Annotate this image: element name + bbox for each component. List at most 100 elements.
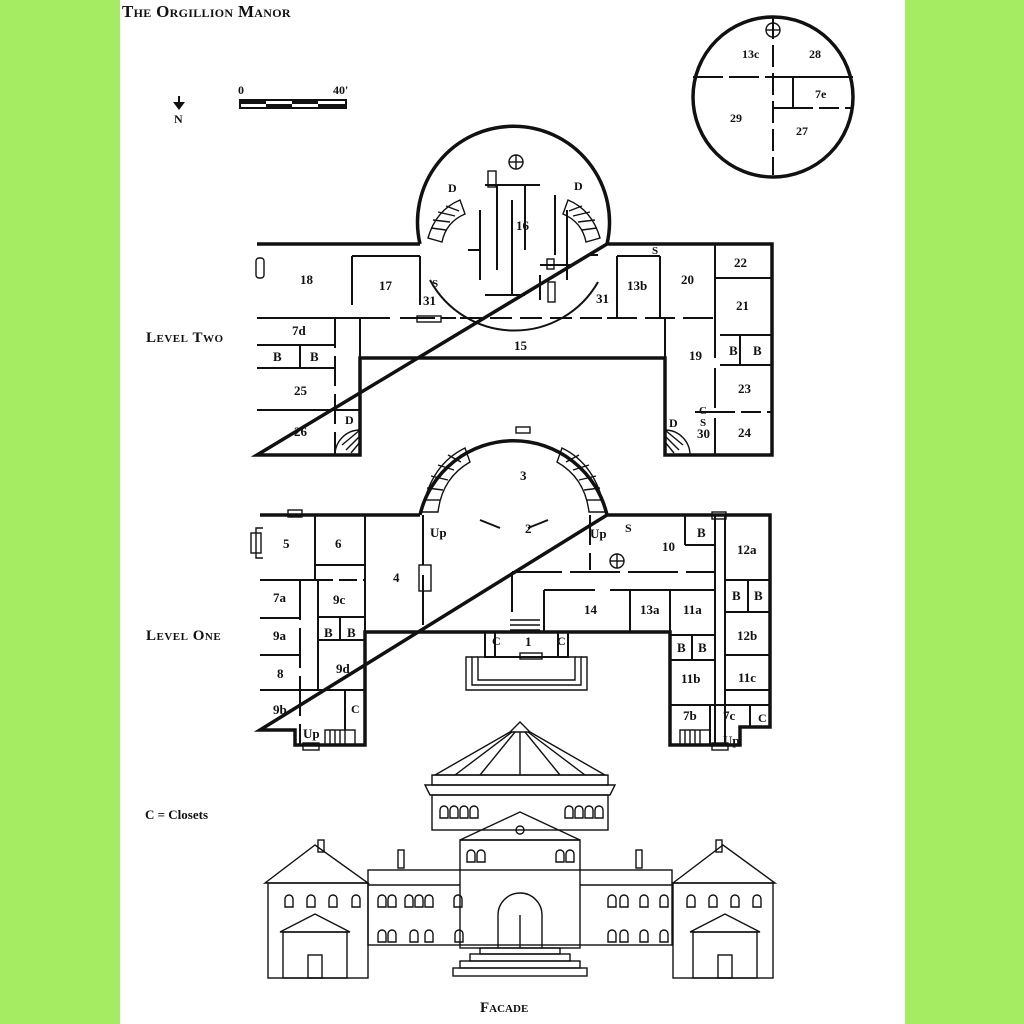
room-label: 19 <box>689 348 703 363</box>
room-label: 31 <box>596 291 609 306</box>
room-label: Up <box>590 526 607 541</box>
room-label: 13c <box>742 47 760 61</box>
room-label: B <box>753 343 762 358</box>
room-label: 11b <box>681 671 701 686</box>
facade-window <box>459 805 469 819</box>
room-label: 11a <box>683 602 702 617</box>
room-label: 31 <box>423 293 436 308</box>
room-label: 7d <box>292 323 307 338</box>
stair-up-label: Up <box>303 726 320 741</box>
facade-window <box>351 894 361 908</box>
room-label: B <box>347 625 356 640</box>
facade-window <box>469 805 479 819</box>
room-label: B <box>677 640 686 655</box>
facade-window <box>387 894 397 908</box>
room-label: 9b <box>273 702 287 717</box>
facade-window <box>377 894 387 908</box>
facade-drawing <box>262 721 778 979</box>
facade-window <box>639 929 649 943</box>
secret-door-label: S <box>432 278 438 290</box>
facade-window <box>424 929 434 943</box>
room-label: 5 <box>283 536 290 551</box>
scale-end: 40' <box>333 83 348 97</box>
room-label: 15 <box>514 338 528 353</box>
map-title: The Orgillion Manor <box>122 2 291 21</box>
room-label: B <box>697 525 706 540</box>
facade-window <box>454 929 464 943</box>
room-label: B <box>698 640 707 655</box>
room-label: 23 <box>738 381 752 396</box>
facade-window <box>594 805 604 819</box>
stair-up-label: Up <box>723 733 740 748</box>
scale-start: 0 <box>238 83 244 97</box>
room-label: 27 <box>796 124 808 138</box>
room-label: Up <box>430 525 447 540</box>
room-label: 8 <box>277 666 284 681</box>
room-label: 2 <box>525 521 532 536</box>
closet-label: C <box>492 634 501 648</box>
room-label: 21 <box>736 298 749 313</box>
closet-label: C <box>758 711 767 725</box>
facade-window <box>476 849 486 863</box>
facade-window <box>409 929 419 943</box>
room-label: 16 <box>516 218 530 233</box>
north-label: N <box>174 112 183 126</box>
room-label: 11c <box>738 670 756 685</box>
room-label: 7b <box>683 708 697 723</box>
room-label: B <box>732 588 741 603</box>
facade-windows <box>284 805 762 943</box>
room-label: 10 <box>662 539 675 554</box>
facade-window <box>619 929 629 943</box>
stair-down-label: D <box>669 416 678 430</box>
facade-window <box>387 929 397 943</box>
closet-legend: C = Closets <box>145 807 209 822</box>
room-label: 17 <box>379 278 393 293</box>
room-label: 18 <box>300 272 314 287</box>
map-page: The Orgillion Manor Level Two Level One … <box>120 0 905 1024</box>
tower-inset <box>691 15 855 179</box>
facade-window <box>439 805 449 819</box>
level-one-plan <box>250 426 772 751</box>
north-arrow-icon: N <box>173 96 185 126</box>
room-label: 12a <box>737 542 757 557</box>
room-label: 28 <box>809 47 821 61</box>
facade-window <box>424 894 434 908</box>
room-label: B <box>324 625 333 640</box>
room-label: 9d <box>336 661 351 676</box>
facade-window <box>607 894 617 908</box>
level-two-label: Level Two <box>146 330 224 346</box>
room-label: 3 <box>520 468 527 483</box>
facade-window <box>414 894 424 908</box>
room-label: 7a <box>273 590 287 605</box>
facade-window <box>404 894 414 908</box>
room-label: B <box>310 349 319 364</box>
room-label: 13a <box>640 602 660 617</box>
facade-window <box>328 894 338 908</box>
room-label: 12b <box>737 628 757 643</box>
facade-window <box>619 894 629 908</box>
facade-window <box>449 805 459 819</box>
facade-window <box>686 894 696 908</box>
level-one-label: Level One <box>146 628 222 644</box>
room-label: 14 <box>584 602 598 617</box>
facade-window <box>708 894 718 908</box>
facade-window <box>306 894 316 908</box>
room-label: 13b <box>627 278 647 293</box>
room-label: 25 <box>294 383 308 398</box>
room-label: 6 <box>335 536 342 551</box>
room-label: 9c <box>333 592 346 607</box>
facade-window <box>555 849 565 863</box>
facade-window <box>284 894 294 908</box>
room-label: B <box>273 349 282 364</box>
facade-window <box>574 805 584 819</box>
facade-window <box>659 929 669 943</box>
stair-down-label: D <box>574 179 583 193</box>
room-label: 4 <box>393 570 400 585</box>
room-label: 26 <box>294 424 308 439</box>
facade-label: Facade <box>480 1000 529 1016</box>
facade-window <box>565 849 575 863</box>
level-two-plan <box>250 124 774 457</box>
room-label: 22 <box>734 255 747 270</box>
closet-label: C <box>351 702 360 716</box>
facade-window <box>752 894 762 908</box>
